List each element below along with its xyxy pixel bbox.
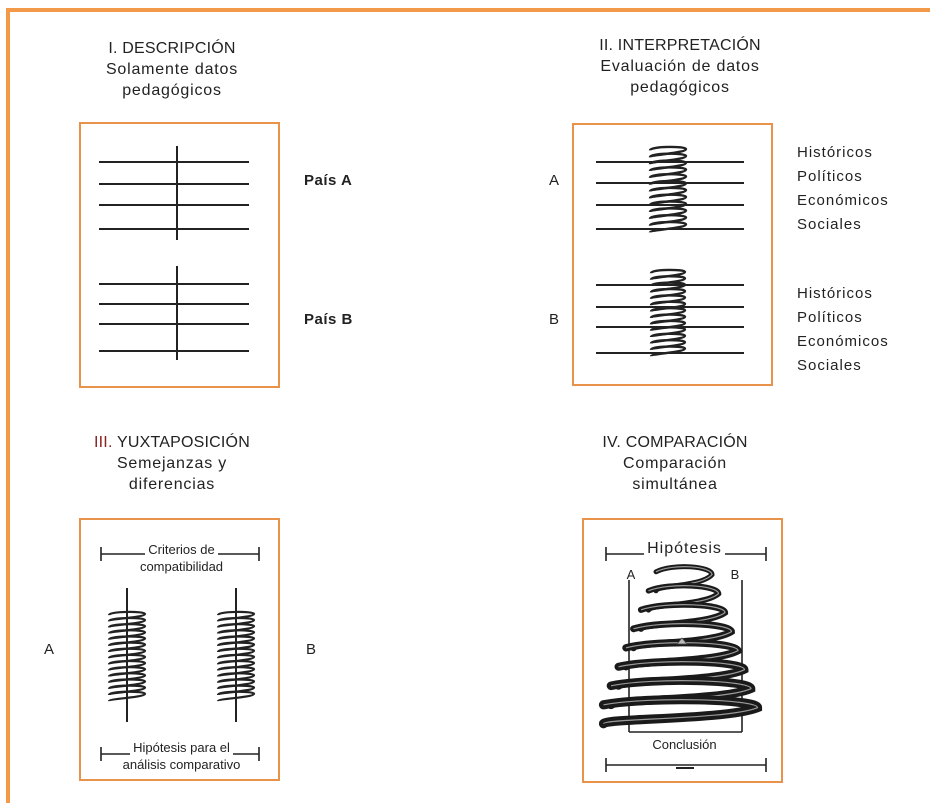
yuxtaposicion-label-a: A bbox=[44, 641, 55, 658]
factors-b-list: Históricos Políticos Económicos Sociales bbox=[797, 282, 889, 378]
panel-interpretacion-title: II. INTERPRETACIÓN bbox=[599, 37, 761, 54]
descripcion-diagram bbox=[99, 146, 249, 360]
panel-descripcion-subtitle-2: pedagógicos bbox=[122, 82, 222, 99]
hypothesis-label: Hipótesis para el análisis comparativo bbox=[81, 739, 282, 773]
roman-numeral-iii: III. bbox=[94, 434, 113, 451]
panel-interpretacion-box bbox=[572, 123, 773, 386]
panel-descripcion-title: I. DESCRIPCIÓN bbox=[108, 40, 236, 57]
outer-frame bbox=[6, 8, 930, 803]
comparacion-spiral-highlight bbox=[602, 699, 759, 725]
interpretacion-spring-a bbox=[648, 220, 688, 234]
pais-b-label: País B bbox=[304, 311, 353, 328]
criteria-line-1: Criterios de bbox=[145, 542, 218, 557]
interpretacion-diagram bbox=[596, 145, 744, 358]
conclusion-label: Conclusión bbox=[652, 737, 717, 752]
panel-comparacion-title: IV. COMPARACIÓN bbox=[602, 434, 748, 451]
factor-item: Sociales bbox=[797, 216, 862, 233]
yuxtaposicion-spring-b bbox=[216, 690, 256, 703]
factor-item: Sociales bbox=[797, 357, 862, 374]
factor-item: Históricos bbox=[797, 144, 873, 161]
criteria-line-2: compatibilidad bbox=[139, 559, 224, 574]
interpretacion-spring-b bbox=[649, 345, 687, 358]
panel-descripcion-box bbox=[79, 122, 280, 388]
comp-label-a: A bbox=[626, 567, 636, 582]
interpretacion-label-b: B bbox=[549, 311, 560, 328]
panel-descripcion-heading: I. DESCRIPCIÓN Solamente datos pedagógic… bbox=[72, 38, 272, 101]
comparacion-diagram bbox=[598, 547, 767, 772]
hypothesis-line-2: análisis comparativo bbox=[122, 757, 241, 772]
yuxtaposicion-spring-a bbox=[107, 690, 147, 703]
panel-yuxtaposicion-heading: III. YUXTAPOSICIÓN Semejanzas y diferenc… bbox=[72, 432, 272, 495]
factors-a-list: Históricos Políticos Económicos Sociales bbox=[797, 141, 889, 237]
panel-yuxtaposicion-subtitle-2: diferencias bbox=[128, 476, 216, 493]
panel-descripcion-subtitle-1: Solamente datos bbox=[105, 61, 239, 78]
yuxtaposicion-word: YUXTAPOSICIÓN bbox=[116, 434, 250, 451]
factor-item: Políticos bbox=[797, 309, 863, 326]
interpretacion-label-a: A bbox=[549, 172, 560, 189]
apex-marker bbox=[676, 637, 688, 645]
comp-hypothesis-label: Hipótesis bbox=[584, 540, 785, 557]
panel-comparacion-subtitle-1: Comparación bbox=[623, 455, 727, 472]
comp-label-b: B bbox=[730, 567, 740, 582]
panel-comparacion-box: Hipótesis A B Conclusión bbox=[582, 518, 783, 783]
panel-comparacion-subtitle-2: simultánea bbox=[632, 476, 718, 493]
panel-interpretacion-subtitle-1: Evaluación de datos bbox=[600, 58, 760, 75]
panel-yuxtaposicion-title: III. YUXTAPOSICIÓN bbox=[72, 432, 272, 453]
pais-a-label: País A bbox=[304, 172, 353, 189]
factor-item: Económicos bbox=[797, 333, 889, 350]
factor-item: Económicos bbox=[797, 192, 889, 209]
comp-hypothesis-text: Hipótesis bbox=[644, 540, 725, 557]
panel-interpretacion-heading: II. INTERPRETACIÓN Evaluación de datos p… bbox=[565, 35, 795, 98]
hypothesis-line-1: Hipótesis para el bbox=[130, 740, 233, 755]
factor-item: Políticos bbox=[797, 168, 863, 185]
panel-yuxtaposicion-subtitle-1: Semejanzas y bbox=[116, 455, 228, 472]
criteria-label: Criterios de compatibilidad bbox=[81, 541, 282, 575]
factor-item: Históricos bbox=[797, 285, 873, 302]
yuxtaposicion-label-b: B bbox=[306, 641, 317, 658]
panel-yuxtaposicion-box: Criterios de compatibilidad Hipótesis pa… bbox=[79, 518, 280, 781]
panel-comparacion-heading: IV. COMPARACIÓN Comparación simultánea bbox=[575, 432, 775, 495]
panel-interpretacion-subtitle-2: pedagógicos bbox=[630, 79, 730, 96]
